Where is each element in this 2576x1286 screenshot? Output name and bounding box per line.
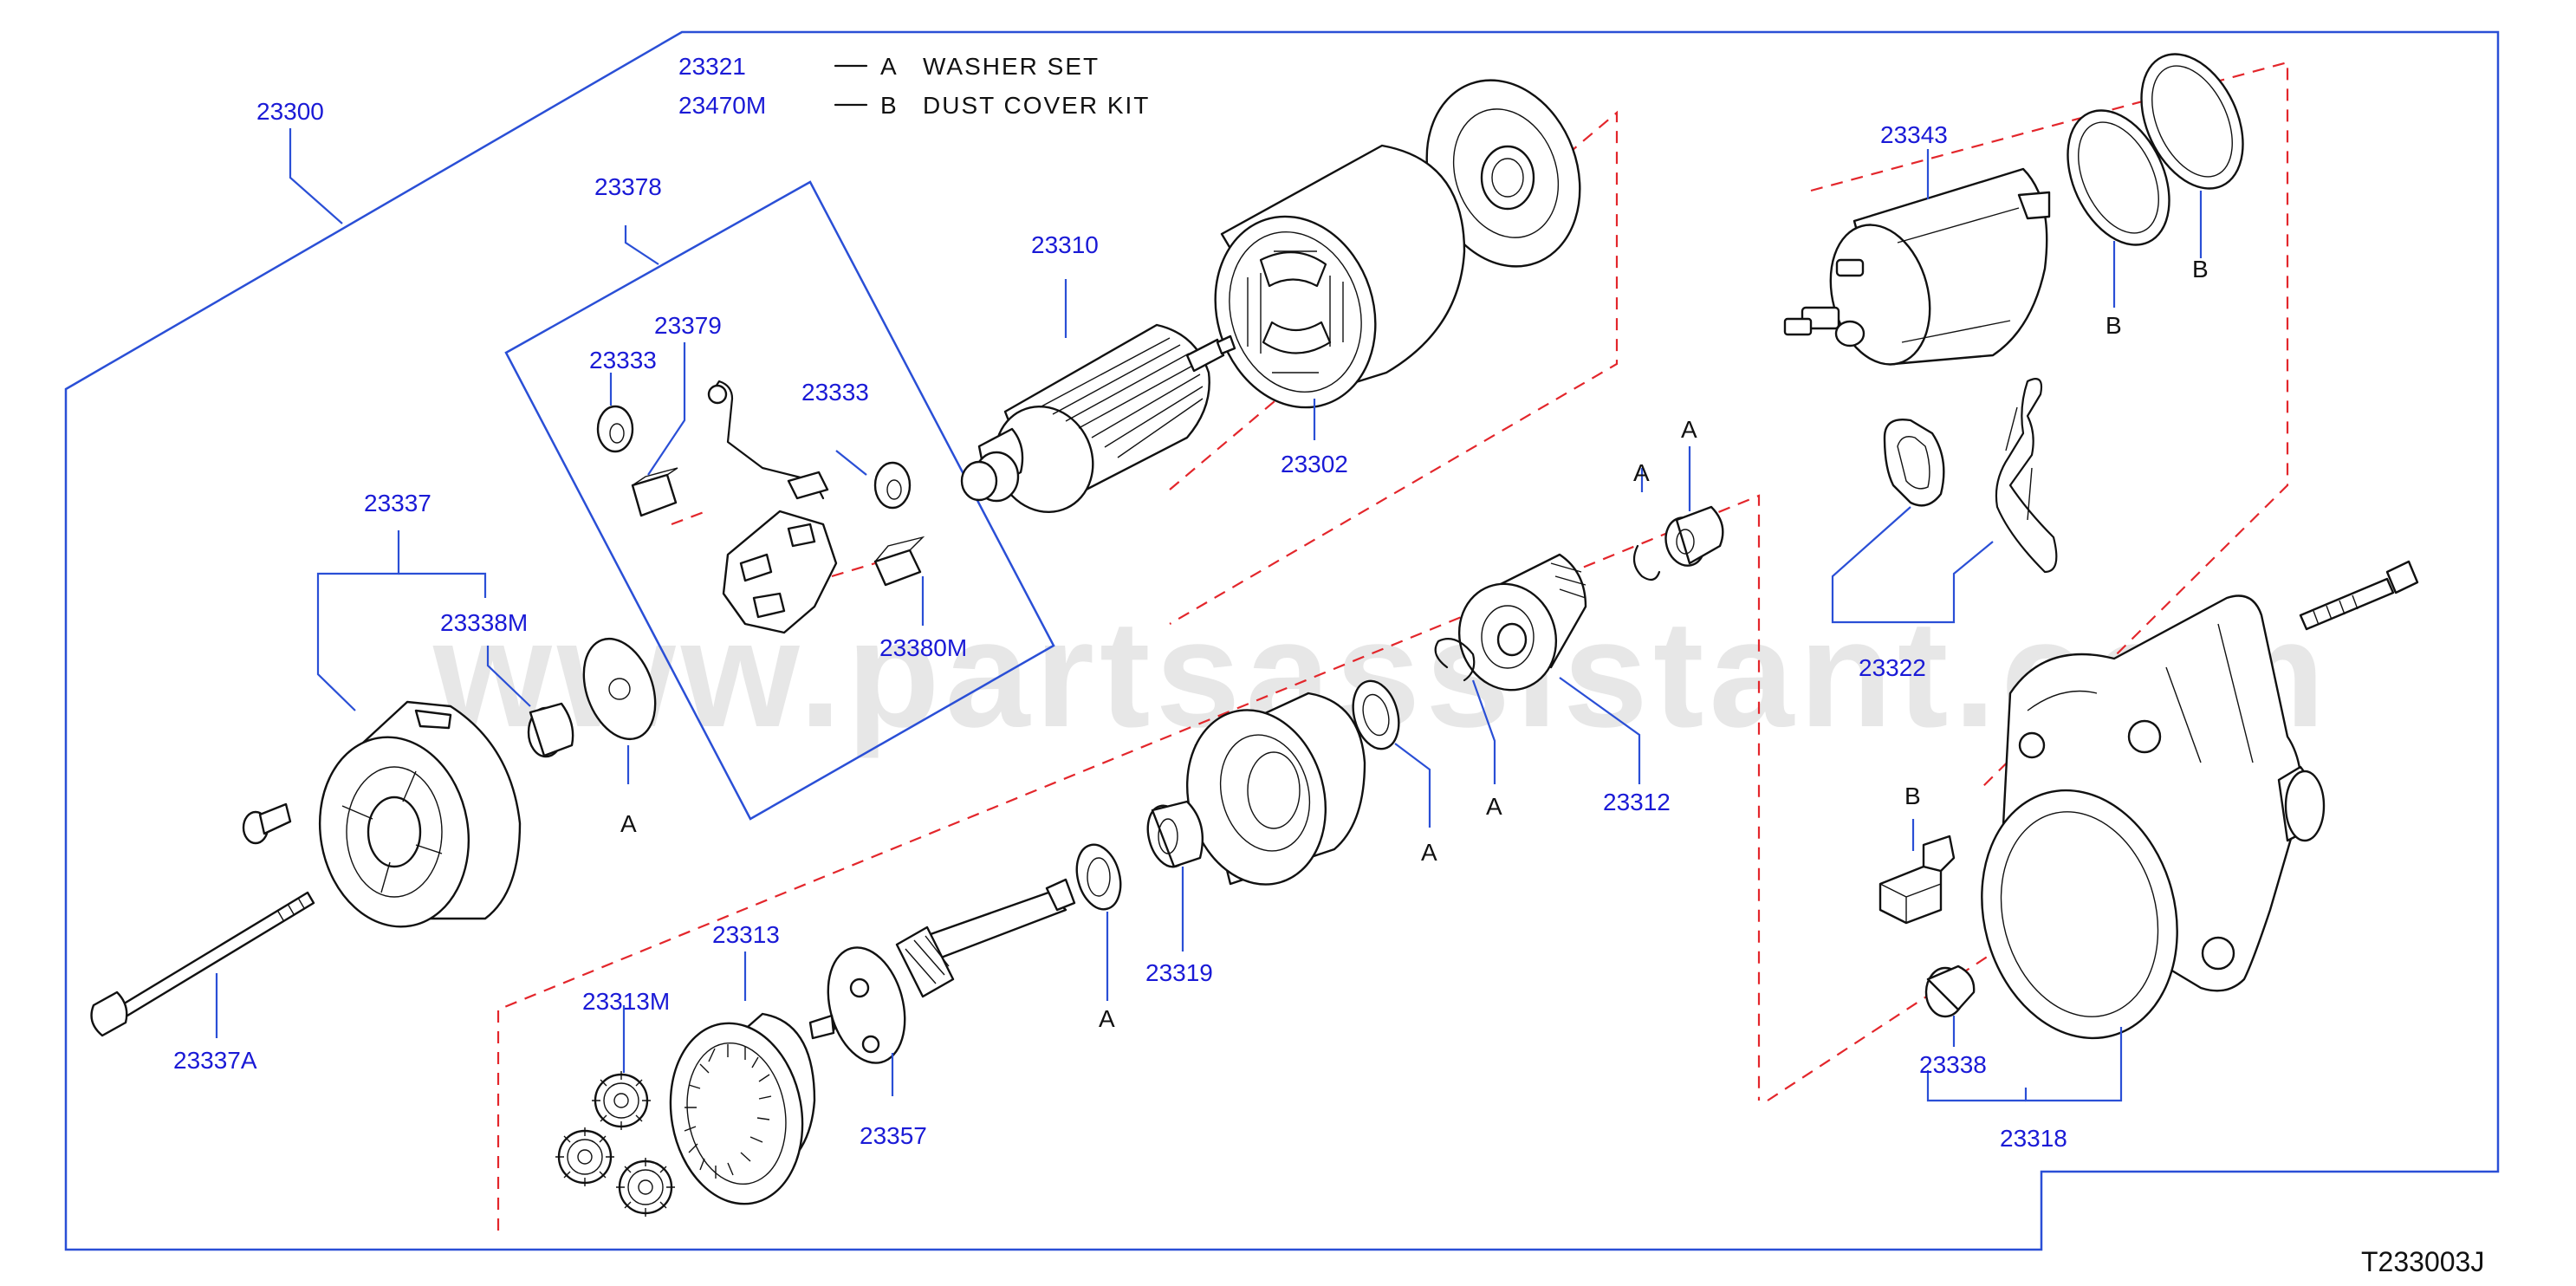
figure-code: T233003J [2361,1246,2484,1277]
planet-gear-1 [592,1071,651,1130]
legend-key-1: A [880,53,899,80]
washer-a-lower [1075,843,1122,911]
key-a-1: A [620,810,637,837]
legend-part-no-2: 23470M [678,92,766,119]
label-23379: 23379 [654,312,722,339]
internal-gear-cup [1185,692,1366,886]
label-23319: 23319 [1145,959,1213,986]
internal-ring-gear [669,1012,816,1205]
dust-cover-ring-b2 [2140,53,2244,190]
label-23318: 23318 [2000,1125,2067,1152]
label-23300: 23300 [256,98,324,125]
label-23380m: 23380M [879,634,967,661]
pinion-shaft-assembly [808,878,1076,1064]
brush-link-dash [671,510,876,578]
washer-a-lower-inner [1087,857,1111,897]
label-23357: 23357 [860,1122,927,1149]
dashed-boundary-solenoid [1810,61,2289,789]
yoke-field-frame [1214,144,1466,409]
legend-key-2: B [880,92,899,119]
stop-ring-a [1632,544,1661,581]
label-23333-right: 23333 [801,379,869,406]
dust-cover-ring-b2-inner [2151,65,2233,178]
label-23337: 23337 [364,490,431,516]
dust-cover-ring-b1-inner [2078,121,2159,234]
bushing-23338m [527,702,574,758]
lever-seals [1883,378,2058,574]
key-a-5: A [1633,459,1650,486]
dashed-boundary-center [496,494,1761,1231]
key-b-2: B [2192,256,2209,283]
rear-end-cover [318,700,522,928]
key-b-3: B [1904,783,1921,809]
label-23302: 23302 [1281,451,1348,477]
planet-gear-2 [555,1127,614,1186]
gear-case-housing [1981,594,2326,1040]
plate-washer-a [582,637,657,741]
snap-ring [1434,638,1476,682]
bushing-23319 [1146,800,1204,868]
key-a-4: A [1486,793,1502,820]
brush-23380m [873,536,925,587]
label-23310: 23310 [1031,231,1099,258]
legend-desc-1: WASHER SET [923,53,1100,80]
pinion-clutch [1457,553,1587,692]
label-23333-left: 23333 [589,347,657,373]
label-23313m: 23313M [582,988,670,1015]
dust-cover-block-b [1878,835,1956,925]
through-bolt-right [2299,560,2419,631]
assembly-frame [64,30,2500,1251]
solenoid-switch [1783,167,2051,366]
label-23312: 23312 [1603,789,1671,815]
label-23322: 23322 [1859,654,1926,681]
leader-lines [215,128,2203,1102]
legend-desc-2: DUST COVER KIT [923,92,1150,119]
label-23378: 23378 [594,173,662,200]
plate-washer-a-hole [608,678,631,700]
label-23338m: 23338M [440,609,528,636]
brush-spring-23333b [873,461,912,510]
key-a-2: A [1099,1005,1115,1032]
brush-holder-frame [504,180,1055,821]
bushing-23338-body [1926,964,1976,1011]
label-23343: 23343 [1880,121,1948,148]
label-23338: 23338 [1919,1051,1987,1078]
legend: 23321 A WASHER SET 23470M B DUST COVER K… [678,53,1150,119]
armature [960,323,1236,514]
brush-23379 [631,467,678,517]
planet-gear-3 [616,1158,675,1217]
key-a-3: A [1421,839,1437,866]
key-a-6: A [1681,416,1697,443]
brush-spring-23333a [596,405,634,453]
collar-a [1664,505,1724,567]
label-23337a: 23337A [173,1047,257,1074]
label-23313: 23313 [712,921,780,948]
dust-cover-ring-b1 [2067,109,2170,246]
brush-holder-plate [707,380,838,634]
end-cover-ring [1425,79,1581,268]
dashed-boundary-right [1767,788,2245,1101]
legend-part-no-1: 23321 [678,53,746,80]
cover-screw [242,802,292,845]
key-b-1: B [2106,312,2122,339]
thrust-washer-a-inner [1362,693,1390,737]
through-bolt-long [90,891,315,1037]
thrust-washer-a [1352,679,1400,750]
